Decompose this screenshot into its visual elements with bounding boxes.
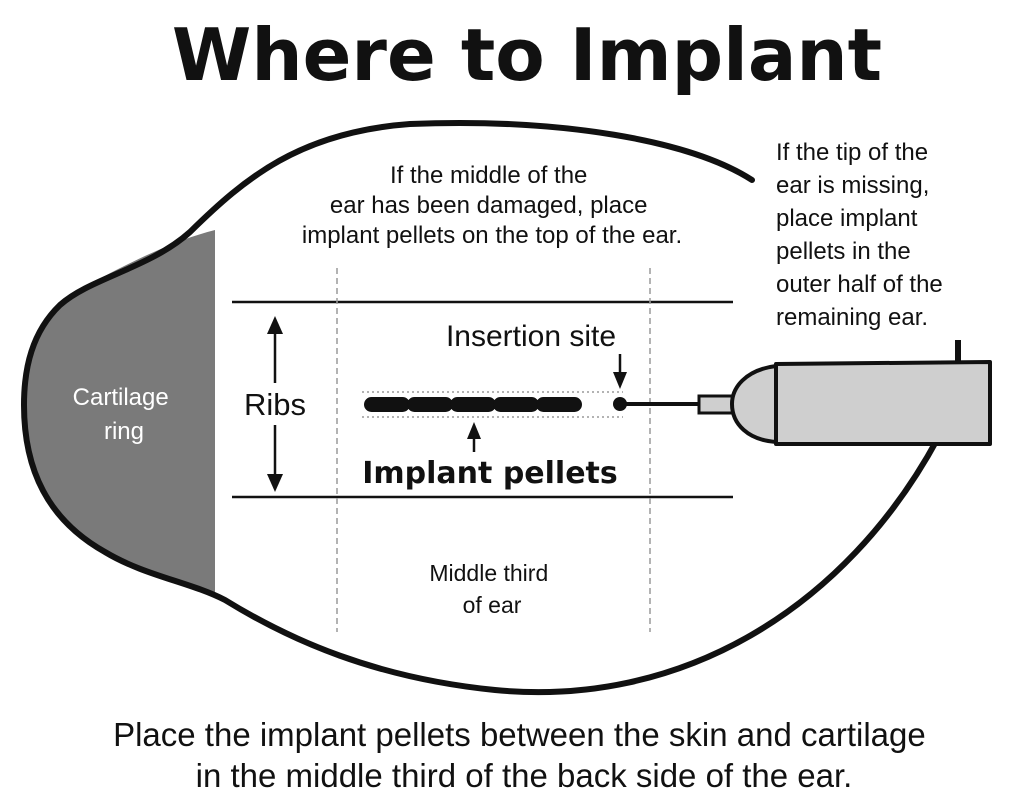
insertion-site-arrow <box>613 354 627 389</box>
cartilage-label-line: Cartilage <box>73 384 169 411</box>
tip-note-line: place implant <box>776 205 918 232</box>
diagram-title: Where to Implant <box>172 13 882 97</box>
down-arrow-icon <box>267 474 283 492</box>
pellet <box>450 397 496 412</box>
top-note-line: implant pellets on the top of the ear. <box>302 222 682 249</box>
ribs-label: Ribs <box>244 387 306 422</box>
middle-third-label: Middle third of ear <box>429 560 554 618</box>
up-arrow-icon <box>467 422 481 439</box>
caption-line: in the middle third of the back side of … <box>196 757 853 794</box>
middle-third-line: Middle third <box>429 560 548 586</box>
down-arrow-icon <box>613 372 627 389</box>
middle-third-line: of ear <box>463 592 522 618</box>
applicator-barrel <box>774 360 992 446</box>
pellet <box>364 397 410 412</box>
caption-line: Place the implant pellets between the sk… <box>113 716 926 753</box>
insertion-site-label: Insertion site <box>446 320 616 353</box>
insertion-site-marker <box>613 397 627 411</box>
cartilage-ring <box>24 230 215 592</box>
pellet <box>536 397 582 412</box>
cartilage-ring-label: Cartilage ring <box>73 384 176 445</box>
tip-note-line: pellets in the <box>776 238 911 265</box>
pellets-arrow <box>467 422 481 452</box>
pellet <box>493 397 539 412</box>
tip-note-line: remaining ear. <box>776 304 928 331</box>
caption: Place the implant pellets between the sk… <box>113 716 935 794</box>
tip-note-line: ear is missing, <box>776 172 929 199</box>
tip-note-line: If the tip of the <box>776 139 928 166</box>
pellet <box>407 397 453 412</box>
top-note-line: ear has been damaged, place <box>330 192 648 219</box>
tip-note: If the tip of the ear is missing, place … <box>776 139 949 331</box>
up-arrow-icon <box>267 316 283 334</box>
cartilage-label-line: ring <box>104 418 144 445</box>
top-note: If the middle of the ear has been damage… <box>302 162 682 249</box>
implant-pellets-label: Implant pellets <box>362 456 618 491</box>
implant-pellets <box>364 397 582 412</box>
implant-applicator-icon <box>613 340 992 446</box>
applicator-nose <box>730 364 778 444</box>
ear-outline <box>20 120 941 696</box>
tip-note-line: outer half of the <box>776 271 943 298</box>
top-note-line: If the middle of the <box>390 162 587 189</box>
